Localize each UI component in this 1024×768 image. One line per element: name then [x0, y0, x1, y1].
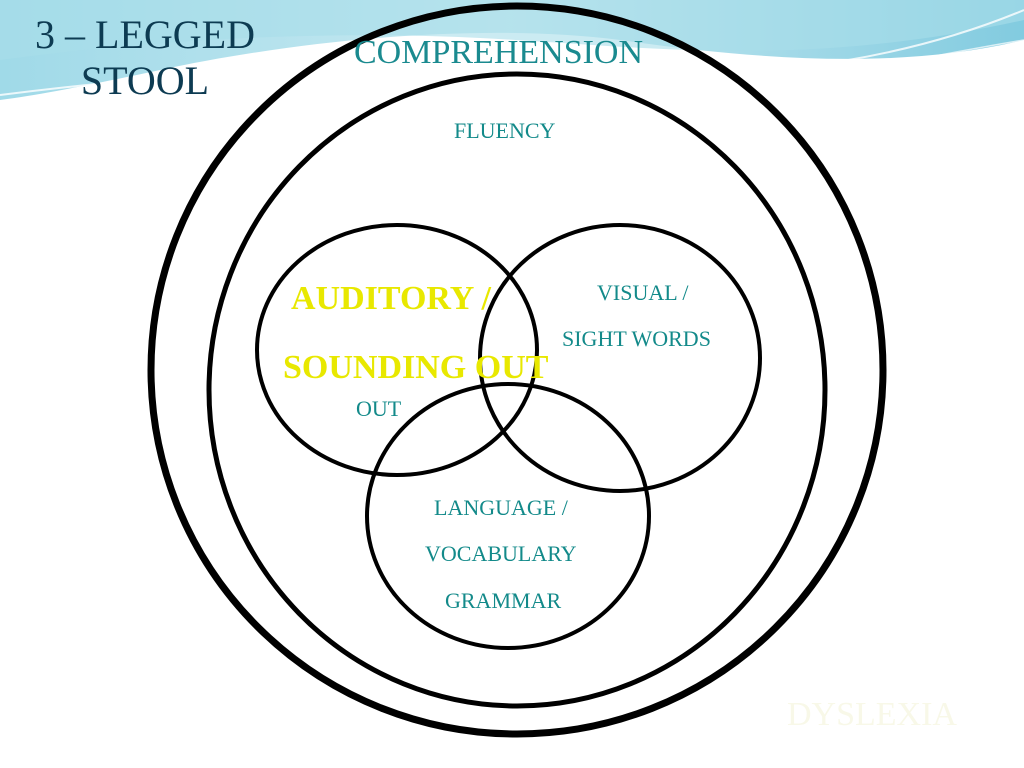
auditory-label-line-1: AUDITORY /	[291, 280, 491, 317]
language-circle	[365, 382, 651, 650]
language-label-line-1: LANGUAGE /	[434, 495, 568, 520]
fluency-label: FLUENCY	[454, 118, 556, 143]
title-line-1: 3 – LEGGED	[35, 12, 255, 57]
language-label-line-3: GRAMMAR	[445, 588, 562, 613]
auditory-circle	[255, 223, 539, 477]
dyslexia-label: DYSLEXIA	[787, 696, 957, 733]
visual-label-line-2: SIGHT WORDS	[562, 326, 711, 351]
header-wave-decoration	[0, 0, 1024, 111]
auditory-label-line-2: SOUNDING OUT	[283, 349, 549, 386]
slide-title: 3 – LEGGED STOOL	[0, 12, 290, 104]
visual-circle	[478, 223, 762, 493]
title-line-2: STOOL	[80, 58, 210, 103]
fluency-inner-circle	[206, 71, 828, 709]
comprehension-label: COMPREHENSION	[354, 34, 644, 71]
visual-label-line-1: VISUAL /	[597, 280, 689, 305]
language-label-line-2: VOCABULARY	[425, 541, 577, 566]
comprehension-outer-circle	[147, 2, 887, 738]
auditory-label-line-3: OUT	[356, 396, 402, 421]
